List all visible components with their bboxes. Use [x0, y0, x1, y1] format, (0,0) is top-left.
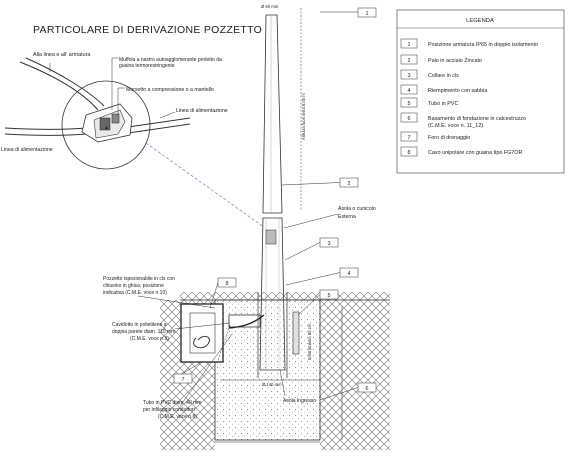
page-title: PARTICOLARE DI DERIVAZIONE POZZETTO	[33, 24, 262, 36]
legend-number-box	[400, 69, 418, 80]
callout-leader	[284, 242, 321, 261]
callout-box-8	[217, 277, 237, 288]
label-asola: Asola Ingresso	[283, 398, 316, 404]
legend-number: 7	[408, 135, 411, 141]
legend-item-8: 8 Cavo unipolare con guaina tipo FG7OR	[400, 146, 522, 157]
callout-number-1: 1	[366, 11, 369, 17]
callout-leader	[209, 282, 219, 309]
callout-box-3	[319, 237, 339, 248]
label-cavidotto-3: (C.M.E. voce n.9)	[130, 336, 169, 342]
callout-number-5: 5	[328, 293, 331, 299]
legend-text: Foro di drenaggio	[428, 135, 470, 141]
legend-text: Palo in acciaio Zincato	[428, 58, 482, 64]
label-axis-2: Esterna	[338, 214, 356, 220]
callout-box-6	[357, 382, 377, 393]
label-feed-line-right: Linea di alimentazione	[176, 108, 228, 114]
legend-text: Collare in cls	[428, 73, 459, 79]
legend-number-box	[400, 97, 418, 108]
label-pozzetto-3: indicativa (C.M.E. voce n.10)	[103, 290, 167, 296]
label-pole-diameter: Ø 60 mm	[261, 4, 279, 9]
red-marker: ▲	[104, 125, 109, 131]
legend-item-3: 3 Collare in cls	[400, 69, 459, 80]
legend-item-2: 2 Palo in acciaio Zincato	[400, 54, 482, 65]
callout-box-7	[173, 373, 193, 384]
callout-leader	[285, 272, 341, 286]
callout-number-7: 7	[182, 377, 185, 383]
callout-box-1	[357, 7, 377, 18]
legend-number-box	[400, 112, 418, 123]
legend-item-4: 4 Riempimento con sabbia	[400, 84, 487, 95]
legend-number-box	[400, 84, 418, 95]
label-cavidotto-1: Cavidotto in polietilene a	[112, 322, 167, 328]
callout-group: 1 2 3 4 5 6 7 8	[173, 7, 377, 401]
label-pozzetto-2: chiusino in ghisa, posizione	[103, 283, 164, 289]
callout-number-6: 6	[366, 386, 369, 392]
legend-text: Riempimento con sabbia	[428, 88, 487, 94]
legend-number: 4	[408, 88, 411, 94]
legend-number: 6	[408, 116, 411, 122]
legend-text: Basamento di fondazione in calcestruzzo	[428, 116, 526, 122]
legend-number: 5	[408, 101, 411, 107]
legend-text: Posizione armatura IP65 in doppio isolam…	[428, 42, 538, 48]
callout-box-4	[339, 267, 359, 278]
label-pole-height: Altezza fuori terra 8,00 m	[301, 93, 306, 140]
ground-section	[160, 292, 390, 450]
callout-box-2	[339, 177, 359, 188]
label-depth: Interramento 80 cm	[307, 323, 312, 360]
label-tubo-3: (C.M.E. voce n.8)	[158, 414, 197, 420]
label-tubo-2: per infilaggio conduttori	[143, 407, 195, 413]
label-feed-line-left: Linea di alimentazione	[1, 147, 53, 153]
legend-item-5: 5 Tubo in PVC	[400, 97, 458, 108]
legend-number-box	[400, 146, 418, 157]
legend-number-box	[400, 54, 418, 65]
legend-number: 3	[408, 73, 411, 79]
legend-number-box	[400, 131, 418, 142]
junction-detail: ▲	[4, 57, 191, 170]
label-base-diameter: Ø 140 mm	[262, 382, 282, 387]
callout-number-8: 8	[226, 281, 229, 287]
label-muffola-2: guaina termorestringente	[119, 63, 175, 69]
legend-number: 1	[408, 42, 411, 48]
detail-reference-line	[145, 142, 269, 231]
label-to-fixture: Alla linea e all' armatura	[33, 52, 90, 58]
label-clamp: Morsetto a compressione o a mantello	[126, 87, 214, 93]
label-pozzetto-1: Pozzetto ispezionabile in cls con	[103, 276, 175, 282]
legend-number: 2	[408, 58, 411, 64]
legend: LEGENDA 1 Posizione armatura IP65 in dopp…	[396, 9, 565, 174]
legend-number: 8	[408, 150, 411, 156]
callout-leader	[319, 387, 359, 401]
legend-text-2: (C.M.E. voce n. 11_12)	[428, 123, 483, 129]
label-cavidotto-2: doppia parete diam. 110 mm	[112, 329, 175, 335]
callout-number-3: 3	[328, 241, 331, 247]
label-tubo-1: Tubo in PVC diam. 40 mm	[143, 400, 201, 406]
legend-item-1: 1 Posizione armatura IP65 in doppio isola…	[400, 38, 538, 49]
legend-item-7: 7 Foro di drenaggio	[400, 131, 470, 142]
legend-number-box	[400, 38, 418, 49]
legend-text: Cavo unipolare con guaina tipo FG7OR	[428, 150, 522, 156]
legend-item-6: 6 Basamento di fondazione in calcestruzzo…	[400, 112, 526, 129]
callout-number-2: 2	[348, 181, 351, 187]
label-muffola-1: Muffola a nastro autoagglomerante protet…	[119, 57, 222, 63]
callout-box-5	[319, 289, 339, 300]
callout-leader	[281, 182, 341, 186]
legend-text: Tubo in PVC	[428, 101, 458, 107]
callout-number-4: 4	[348, 271, 351, 277]
legend-title: LEGENDA	[466, 18, 494, 24]
label-axis-1: Asola o cunicolo	[338, 206, 376, 212]
callout-leader	[297, 294, 321, 316]
